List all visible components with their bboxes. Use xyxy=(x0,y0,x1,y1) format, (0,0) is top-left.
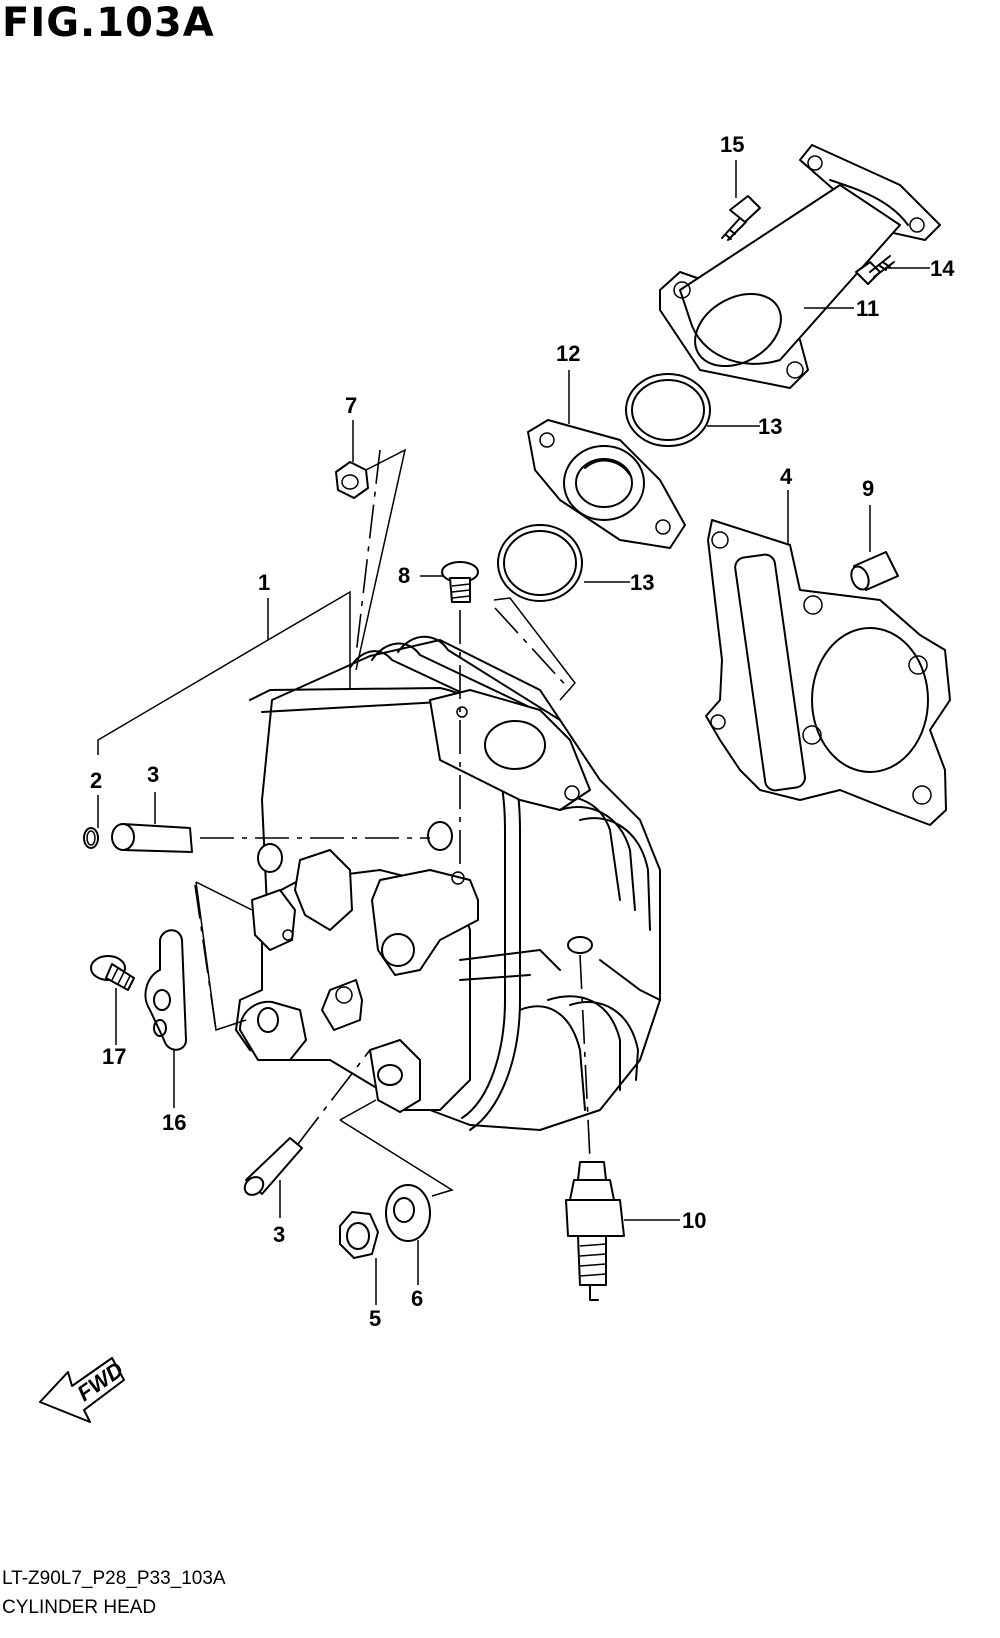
figure-title: FIG.103A xyxy=(2,0,215,46)
callout-12: 12 xyxy=(556,341,580,366)
callout-7: 7 xyxy=(345,393,357,418)
part-washer[interactable] xyxy=(385,1184,431,1242)
part-intake-pipe[interactable] xyxy=(659,144,941,389)
callout-15: 15 xyxy=(720,132,744,157)
callout-labels: 1 2 3 3 4 5 6 7 8 9 10 11 12 13 13 14 15… xyxy=(90,132,955,1331)
callout-16: 16 xyxy=(162,1110,186,1135)
diagram-name: CYLINDER HEAD xyxy=(2,1597,157,1618)
part-circlip[interactable] xyxy=(83,827,99,849)
part-intake-flange[interactable] xyxy=(527,419,686,549)
part-spark-plug[interactable] xyxy=(565,1161,625,1301)
fwd-arrow-icon: FWD xyxy=(39,1357,128,1423)
callout-4: 4 xyxy=(780,464,793,489)
callout-6: 6 xyxy=(411,1286,423,1311)
callout-3-upper: 3 xyxy=(147,762,159,787)
callout-13-lower: 13 xyxy=(630,570,654,595)
part-pin-lower[interactable] xyxy=(241,1137,303,1199)
part-bolt-8[interactable] xyxy=(441,561,479,603)
part-dowel-pin[interactable] xyxy=(848,551,899,592)
callout-3-lower: 3 xyxy=(273,1222,285,1247)
center-lines xyxy=(194,449,591,1161)
callout-10: 10 xyxy=(682,1208,706,1233)
part-plate[interactable] xyxy=(144,929,187,1051)
callout-2: 2 xyxy=(90,768,102,793)
callout-13-upper: 13 xyxy=(758,414,782,439)
part-pin-upper[interactable] xyxy=(111,823,193,853)
callout-9: 9 xyxy=(862,476,874,501)
part-screw[interactable] xyxy=(90,955,135,991)
part-bolt-15[interactable] xyxy=(721,195,761,241)
part-o-ring-upper[interactable] xyxy=(625,373,711,447)
callout-17: 17 xyxy=(102,1044,126,1069)
callout-14: 14 xyxy=(930,256,955,281)
callout-1: 1 xyxy=(258,570,270,595)
callout-11: 11 xyxy=(856,296,879,321)
callout-8: 8 xyxy=(398,563,410,588)
part-bolt-14[interactable] xyxy=(855,255,895,285)
part-o-ring-lower[interactable] xyxy=(497,524,583,602)
part-head-gasket[interactable] xyxy=(705,519,951,826)
callout-5: 5 xyxy=(369,1306,381,1331)
part-nut[interactable] xyxy=(339,1211,379,1259)
part-cap-nut[interactable] xyxy=(335,461,369,499)
diagram-code: LT-Z90L7_P28_P33_103A xyxy=(2,1568,226,1589)
part-cylinder-head[interactable] xyxy=(235,635,661,1131)
